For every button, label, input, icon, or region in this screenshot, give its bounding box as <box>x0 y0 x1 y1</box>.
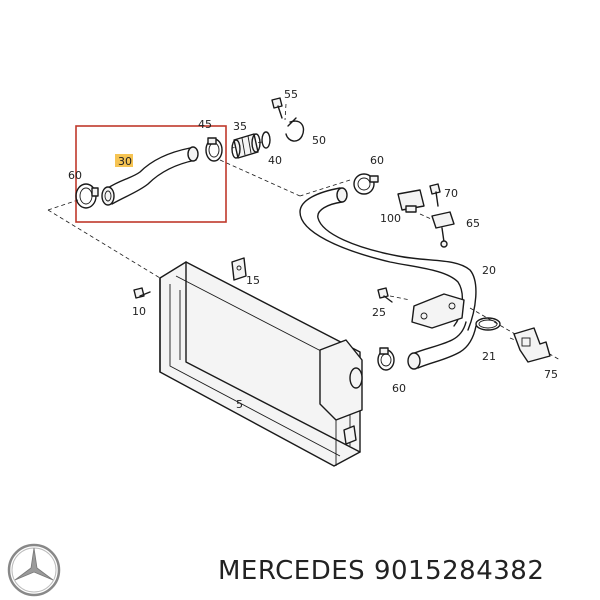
label-50: 50 <box>312 134 326 147</box>
label-35: 35 <box>233 120 247 133</box>
label-20: 20 <box>482 264 496 277</box>
label-100: 100 <box>380 212 401 225</box>
label-70: 70 <box>444 187 458 200</box>
pipe-elbow <box>407 321 477 370</box>
bracket <box>411 293 465 329</box>
leader-lines <box>47 103 561 361</box>
ring-40 <box>261 131 271 149</box>
bolt-55 <box>271 97 283 119</box>
label-45: 45 <box>198 118 212 131</box>
label-60-left: 60 <box>68 169 82 182</box>
sensor-65 <box>431 211 455 248</box>
o-ring-21 <box>475 317 501 331</box>
bolt-25 <box>377 287 393 303</box>
bracket-15 <box>231 257 247 281</box>
label-40: 40 <box>268 154 282 167</box>
highlight-box <box>75 125 227 223</box>
label-15: 15 <box>246 274 260 287</box>
label-65: 65 <box>466 217 480 230</box>
clamp-50 <box>285 117 305 142</box>
label-60-upper: 60 <box>370 154 384 167</box>
part-labels: 30 60 45 35 40 50 55 60 70 100 65 20 15 … <box>68 88 558 411</box>
caption-part-number: 9015284382 <box>373 556 545 586</box>
pipe-20 <box>299 187 477 331</box>
clamp-45 <box>205 137 223 162</box>
label-30-text: 30 <box>118 155 132 168</box>
mercedes-star-icon <box>7 543 61 597</box>
label-30-highlight <box>115 154 133 167</box>
label-75: 75 <box>544 368 558 381</box>
caption-brand: MERCEDES <box>218 556 366 586</box>
intercooler-5 <box>159 261 363 467</box>
label-55: 55 <box>284 88 298 101</box>
bolt-10 <box>133 287 151 299</box>
bolt-70 <box>429 183 441 207</box>
label-25: 25 <box>372 306 386 319</box>
hose-30 <box>101 146 199 206</box>
connector-75 <box>513 327 551 363</box>
label-10: 10 <box>132 305 146 318</box>
caption: MERCEDES 9015284382 <box>218 556 544 586</box>
label-21: 21 <box>482 350 496 363</box>
clamp-60-left <box>75 183 99 209</box>
coupling-35 <box>231 133 261 159</box>
sensor-100 <box>397 189 425 213</box>
label-5: 5 <box>236 398 243 411</box>
clamp-60-upper <box>353 173 379 195</box>
label-60-lower: 60 <box>392 382 406 395</box>
clamp-60-lower <box>377 347 395 371</box>
